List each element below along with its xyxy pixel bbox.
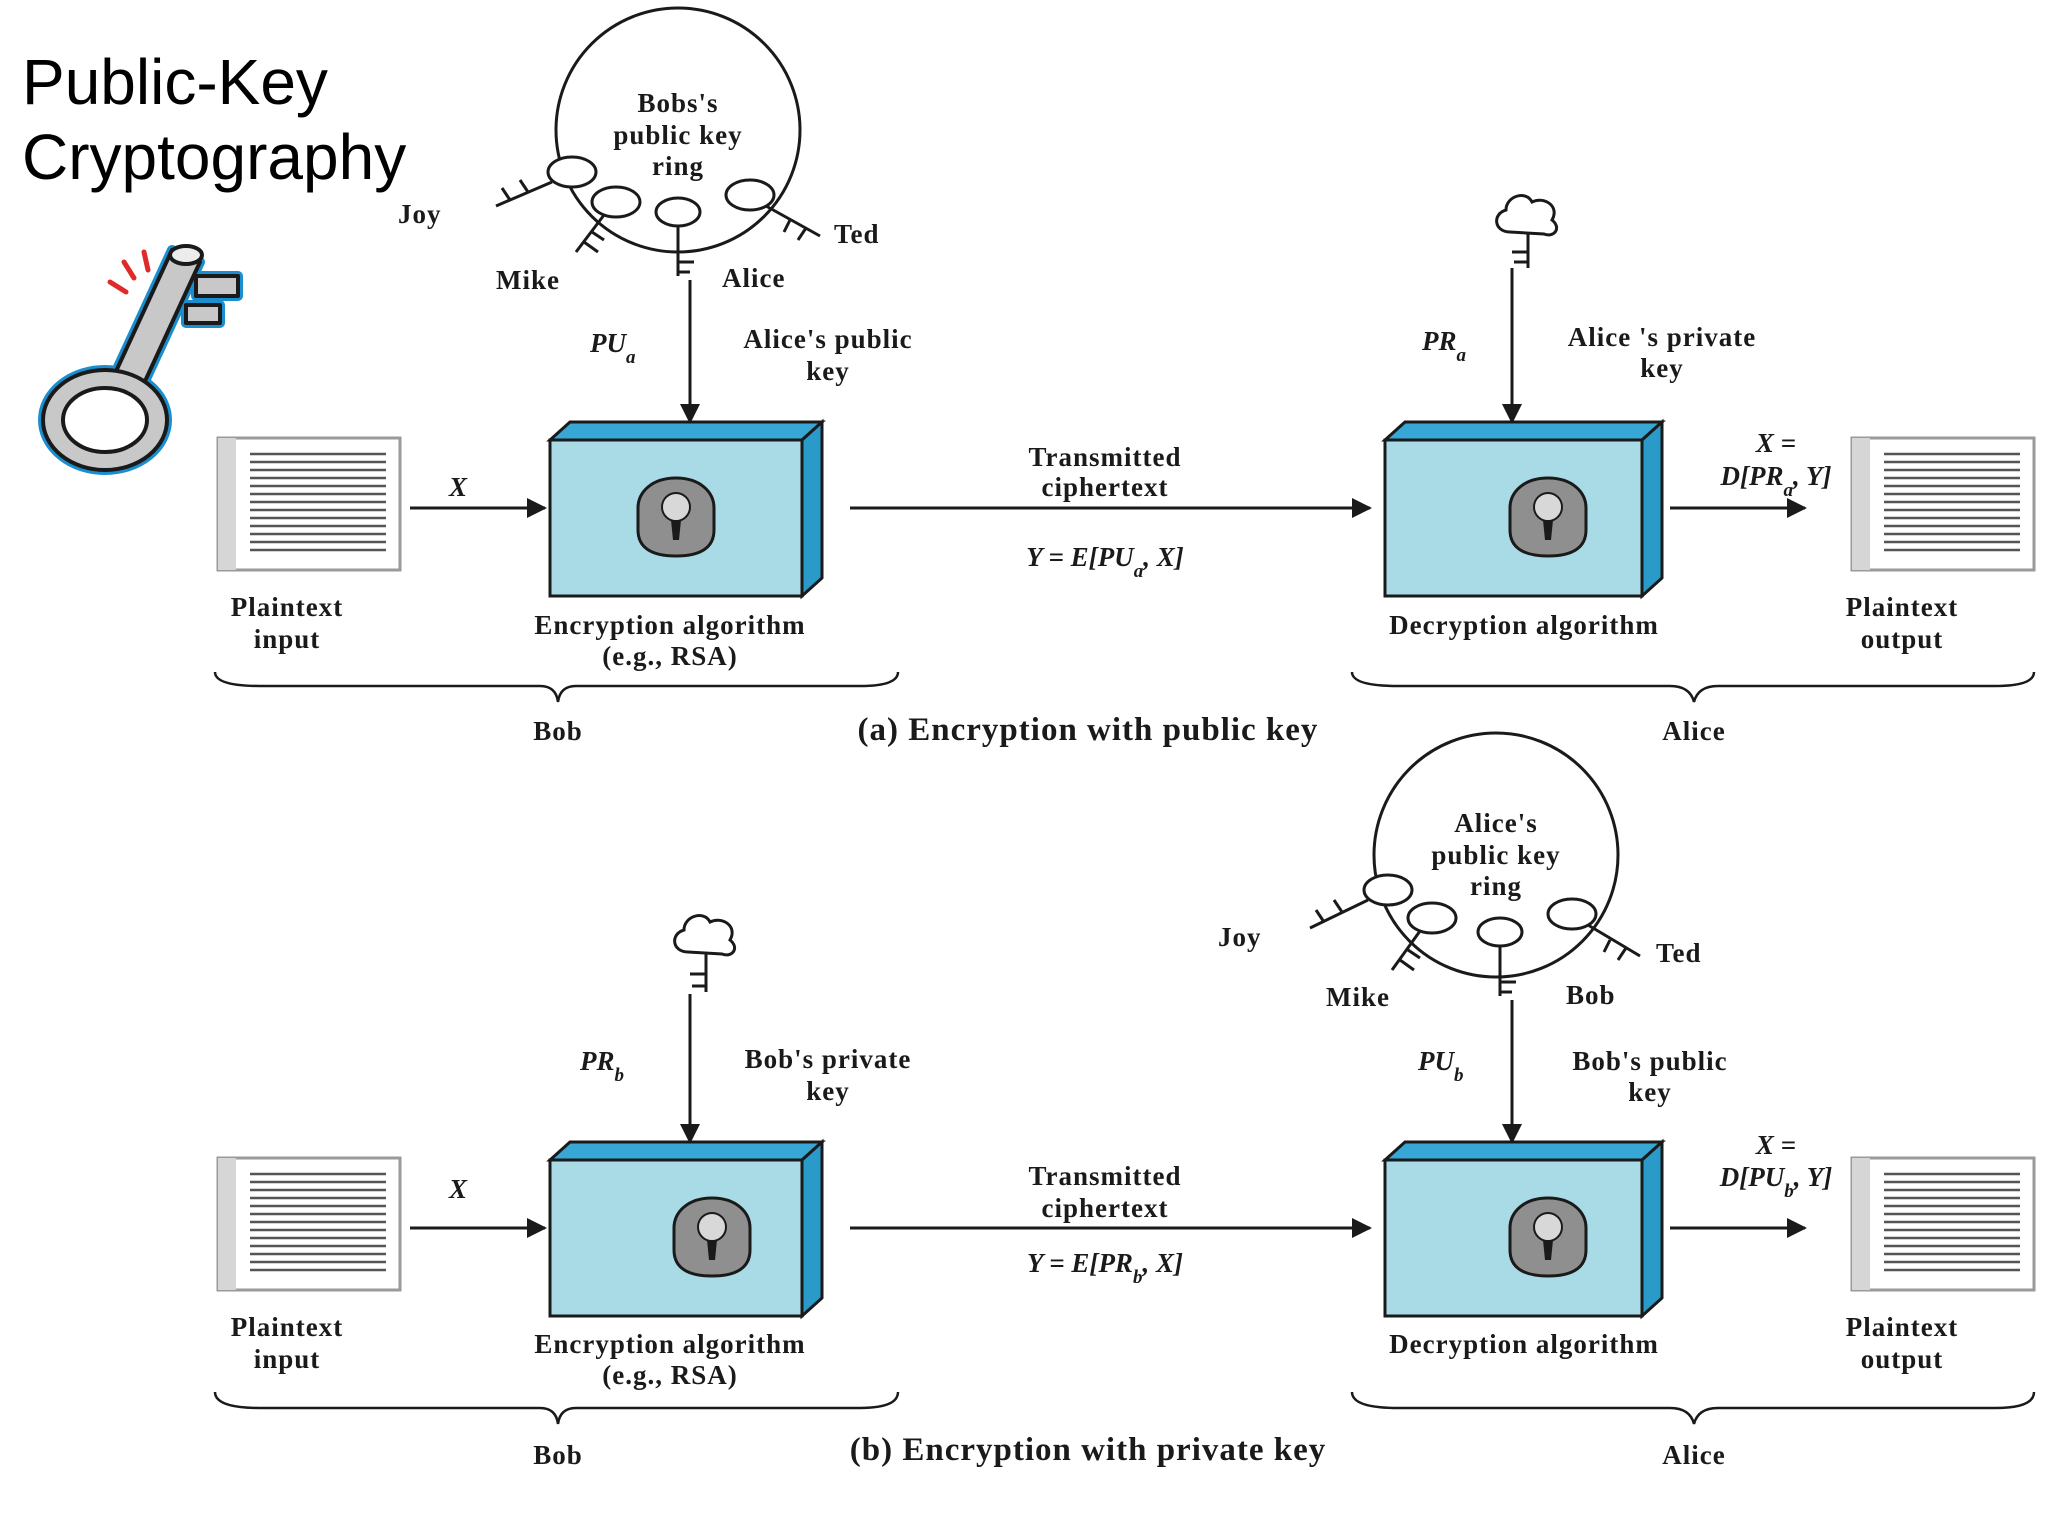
ring-a-joy: Joy <box>398 199 442 229</box>
page-title-line-1: Public-Key <box>22 46 328 118</box>
bob-brace-a <box>213 671 900 703</box>
ring-a-line1: Bobs's <box>637 88 718 118</box>
plaintext-input-label-b-2: input <box>254 1344 321 1374</box>
key-joy-icon <box>495 155 598 208</box>
decryption-label-a: Decryption algorithm <box>1389 610 1659 640</box>
x-label-b: X <box>448 1174 468 1204</box>
bob-label-a: Bob <box>533 716 583 746</box>
ring-a-line3: ring <box>652 151 704 181</box>
ring-a-alice: Alice <box>722 263 785 293</box>
ring-a-mike: Mike <box>496 265 560 295</box>
lock-icon <box>1508 1196 1588 1278</box>
ciphertext-label-a-2: ciphertext <box>1042 472 1169 502</box>
key-in-label-a-2: key <box>806 356 850 386</box>
ciphertext-label-b-1: Transmitted <box>1029 1161 1182 1191</box>
key-ted-icon <box>724 178 821 241</box>
lock-icon <box>636 476 716 558</box>
page-title-line-2: Cryptography <box>22 121 407 193</box>
plaintext-input-label-a-2: input <box>254 624 321 654</box>
output-eq-a-2: D[PRa, Y] <box>1719 461 1831 501</box>
decryption-label-b: Decryption algorithm <box>1389 1329 1659 1359</box>
ring-b-line1: Alice's <box>1454 808 1537 838</box>
key-out-symbol-b: PUb <box>1417 1046 1464 1086</box>
plaintext-input-label-a-1: Plaintext <box>231 592 343 622</box>
decryption-box-a <box>1381 418 1666 600</box>
panel-a: Bobs's public key ring <box>213 6 2036 748</box>
key-joy-icon <box>1309 873 1414 930</box>
key-out-symbol-a: PRa <box>1421 326 1467 366</box>
caption-b: (b) Encryption with private key <box>850 1432 1327 1468</box>
key-mike-icon <box>1390 901 1458 972</box>
lock-icon <box>672 1196 752 1278</box>
key-out-label-b-2: key <box>1628 1077 1672 1107</box>
plaintext-input-document-b <box>216 1156 402 1292</box>
lock-icon <box>1508 476 1588 558</box>
clipart-key-icon <box>38 244 243 475</box>
key-bob-icon <box>1476 916 1524 996</box>
plaintext-output-label-b-1: Plaintext <box>1846 1312 1958 1342</box>
key-out-label-b-1: Bob's public <box>1572 1046 1727 1076</box>
encryption-label-b-1: Encryption algorithm <box>534 1329 805 1359</box>
plaintext-output-label-a-1: Plaintext <box>1846 592 1958 622</box>
encryption-label-b-2: (e.g., RSA) <box>602 1360 737 1390</box>
plaintext-output-document-b <box>1850 1156 2036 1292</box>
ring-b-mike: Mike <box>1326 982 1390 1012</box>
plaintext-output-document-a <box>1850 436 2036 572</box>
sparkle-icon <box>107 249 151 295</box>
key-ring-a: Bobs's public key ring <box>398 6 880 295</box>
key-out-label-a-2: key <box>1640 353 1684 383</box>
encryption-box-b <box>546 1138 826 1320</box>
decryption-box-b <box>1381 1138 1666 1320</box>
key-in-symbol-b: PRb <box>579 1046 624 1086</box>
key-in-label-b-1: Bob's private <box>745 1044 912 1074</box>
key-alice-icon <box>654 196 702 276</box>
cipher-equation-a: Y = E[PUa, X] <box>1026 542 1183 582</box>
output-eq-b-1: X = <box>1755 1130 1796 1160</box>
output-eq-a-1: X = <box>1755 428 1796 458</box>
bob-label-b: Bob <box>533 1440 583 1470</box>
alice-label-b: Alice <box>1662 1440 1725 1470</box>
ciphertext-label-a-1: Transmitted <box>1029 442 1182 472</box>
bob-brace-b <box>213 1391 900 1425</box>
ring-a-ted: Ted <box>834 219 880 249</box>
x-label-a: X <box>448 472 468 502</box>
encryption-label-a-1: Encryption algorithm <box>534 610 805 640</box>
panel-b: PRb Bob's private key X <box>213 731 2036 1470</box>
ring-b-line2: public key <box>1431 840 1560 870</box>
ring-b-line3: ring <box>1470 871 1522 901</box>
key-ted-icon <box>1546 897 1641 961</box>
cipher-equation-b: Y = E[PRb, X] <box>1027 1248 1183 1288</box>
output-eq-b-2: D[PUb, Y] <box>1719 1162 1833 1202</box>
plaintext-output-label-b-2: output <box>1861 1344 1944 1374</box>
key-out-label-a-1: Alice 's private <box>1568 322 1756 352</box>
plaintext-input-label-b-1: Plaintext <box>231 1312 343 1342</box>
ring-a-line2: public key <box>613 120 742 150</box>
ring-b-joy: Joy <box>1218 922 1262 952</box>
ciphertext-label-b-2: ciphertext <box>1042 1193 1169 1223</box>
encryption-box-a <box>546 418 826 600</box>
plaintext-output-label-a-2: output <box>1861 624 1944 654</box>
key-in-label-a-1: Alice's public <box>743 324 912 354</box>
plaintext-input-document-a <box>216 436 402 572</box>
private-key-icon-b <box>673 914 736 992</box>
key-in-symbol-a: PUa <box>589 328 636 368</box>
key-in-label-b-2: key <box>806 1076 850 1106</box>
key-mike-icon <box>574 185 642 254</box>
alice-label-a: Alice <box>1662 716 1725 746</box>
key-ring-b: Alice's public key ring <box>1218 731 1702 1012</box>
alice-brace-b <box>1350 1391 2036 1425</box>
caption-a: (a) Encryption with public key <box>858 712 1319 748</box>
ring-b-bob: Bob <box>1566 980 1616 1010</box>
ring-b-ted: Ted <box>1656 938 1702 968</box>
encryption-label-a-2: (e.g., RSA) <box>602 641 737 671</box>
alice-brace-a <box>1350 671 2036 703</box>
private-key-icon-a <box>1495 194 1558 268</box>
